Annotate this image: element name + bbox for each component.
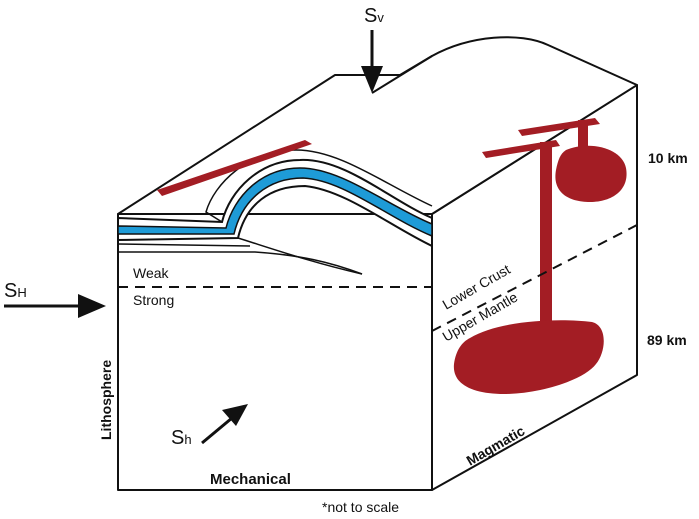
lithosphere-label: Lithosphere: [98, 360, 114, 440]
strong-label: Strong: [133, 292, 174, 308]
sh-min-label: Sh: [171, 427, 192, 449]
sh-min-arrow-shaft: [201, 416, 233, 445]
weak-label: Weak: [133, 265, 170, 281]
layer-line-1: [117, 243, 251, 247]
sh-max-arrow-head: [78, 294, 106, 318]
stress-arrows: [4, 30, 383, 445]
layer-line-2: [118, 251, 363, 275]
ridge-line: [371, 55, 433, 94]
mechanical-label: Mechanical: [210, 471, 291, 488]
surface-dike: [157, 140, 312, 196]
deep-magma-chamber: [453, 320, 604, 394]
top-face: [117, 36, 638, 215]
fold-layers: [117, 149, 433, 275]
sv-arrow-head: [361, 66, 383, 93]
crust-mantle-boundary: [431, 224, 638, 332]
feeder-dike: [540, 142, 552, 352]
depth-89km-label: 89 km: [647, 332, 687, 348]
layer-line-3: [237, 237, 363, 275]
not-to-scale-note: *not to scale: [322, 499, 399, 515]
fold-top-trace: [205, 149, 433, 223]
depth-10km-label: 10 km: [648, 150, 688, 166]
block-faces: [117, 36, 638, 491]
shallow-magma-chamber: [555, 145, 627, 202]
sh-max-label: SH: [4, 280, 27, 302]
sh-min-arrow-head: [222, 404, 248, 426]
magma-system: [453, 118, 627, 394]
blue-layer: [117, 167, 433, 238]
sv-label: Sv: [364, 5, 384, 27]
front-face: [117, 213, 433, 491]
feeder-dike-upper: [578, 120, 588, 162]
